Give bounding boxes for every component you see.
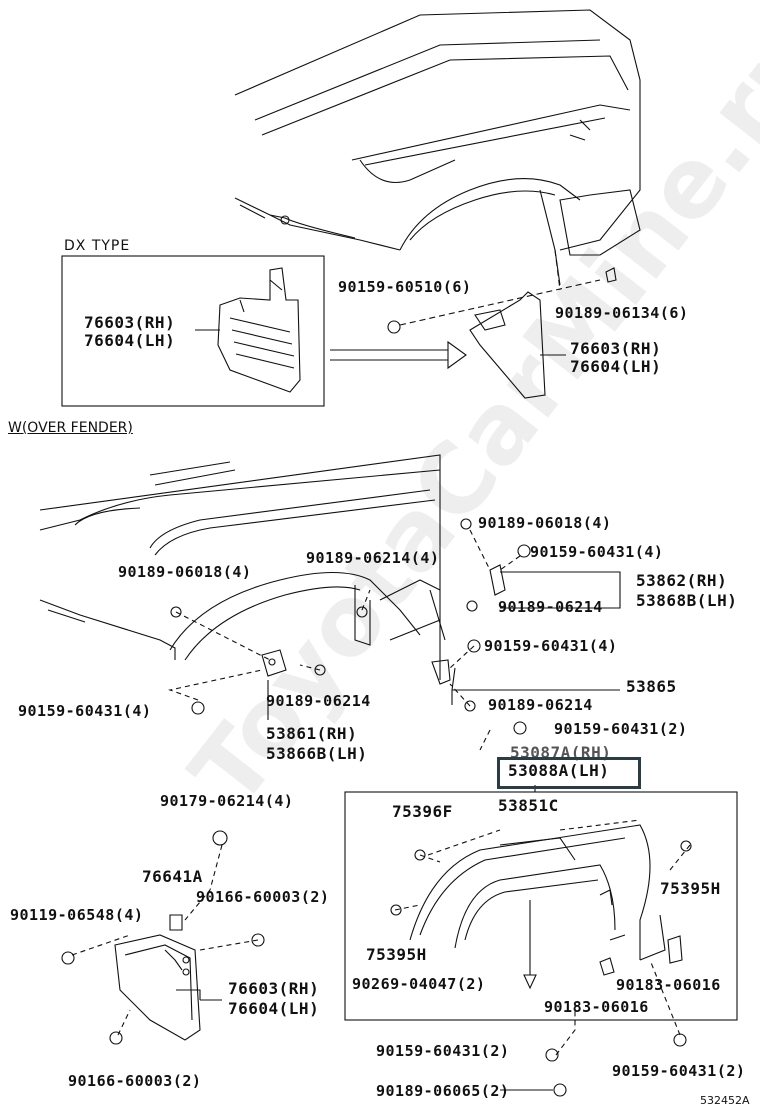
upper-vehicle-body — [234, 9, 641, 286]
diagram-code: 532452A — [700, 1094, 750, 1107]
section-title-over-fender: W(OVER FENDER) — [8, 420, 133, 436]
part-label-90269-04047[interactable]: 90269-04047(2) — [352, 975, 486, 993]
part-label-76603-dx[interactable]: 76603(RH) — [84, 313, 176, 332]
part-label-90189-06214-mid[interactable]: 90189-06214 — [266, 692, 371, 710]
dashed-leaders — [71, 529, 691, 1056]
part-label-90189-06134[interactable]: 90189-06134(6) — [555, 304, 689, 322]
over-fender-drawing — [390, 819, 692, 990]
part-label-90189-06214-right[interactable]: 90189-06214 — [498, 598, 603, 616]
part-label-53862[interactable]: 53862(RH) — [636, 571, 728, 590]
part-label-90159-60431-2c[interactable]: 90159-60431(2) — [612, 1062, 746, 1080]
bottom-fasteners — [500, 1033, 687, 1097]
lower-vehicle-body — [39, 454, 446, 680]
part-label-53851c[interactable]: 53851C — [498, 796, 559, 815]
part-label-53865[interactable]: 53865 — [626, 677, 677, 696]
part-label-90166-60003-b[interactable]: 90166-60003(2) — [68, 1072, 202, 1090]
part-label-90189-06214-53865[interactable]: 90189-06214 — [488, 696, 593, 714]
part-label-53866b[interactable]: 53866B(LH) — [266, 744, 368, 763]
part-label-90189-06065[interactable]: 90189-06065(2) — [376, 1082, 510, 1100]
part-label-90159-60510[interactable]: 90159-60510(6) — [338, 278, 472, 296]
part-label-90189-06018-right[interactable]: 90189-06018(4) — [478, 514, 612, 532]
part-label-76603-bottom[interactable]: 76603(RH) — [228, 979, 320, 998]
part-label-90159-60431-left[interactable]: 90159-60431(4) — [18, 702, 152, 720]
part-label-53861[interactable]: 53861(RH) — [266, 724, 358, 743]
part-label-90189-06214-center[interactable]: 90189-06214(4) — [306, 549, 440, 567]
part-label-76603-top[interactable]: 76603(RH) — [570, 339, 662, 358]
part-label-75395h-right[interactable]: 75395H — [660, 879, 721, 898]
part-label-76604-bottom[interactable]: 76604(LH) — [228, 999, 320, 1018]
part-label-90166-60003-a[interactable]: 90166-60003(2) — [196, 888, 330, 906]
part-label-90183-06016-a[interactable]: 90183-06016 — [616, 976, 721, 994]
part-label-75396f[interactable]: 75396F — [392, 802, 453, 821]
over-fender-box — [344, 791, 738, 1021]
part-label-75395h-left[interactable]: 75395H — [366, 945, 427, 964]
part-label-90179-06214[interactable]: 90179-06214(4) — [160, 792, 294, 810]
mudflap-top-right — [387, 249, 617, 399]
part-label-90159-60431-r2[interactable]: 90159-60431(4) — [484, 637, 618, 655]
dx-mudflap-drawing — [217, 267, 301, 393]
part-label-76641a[interactable]: 76641A — [142, 867, 203, 886]
part-label-90159-60431-r1[interactable]: 90159-60431(4) — [530, 543, 664, 561]
bracket-53861 — [261, 649, 287, 677]
fasteners — [170, 518, 531, 735]
dx-type-inset-box — [61, 255, 325, 407]
part-label-53868b[interactable]: 53868B(LH) — [636, 591, 738, 610]
bracket-53865 — [431, 659, 451, 685]
part-label-90183-06016-b[interactable]: 90183-06016 — [544, 998, 649, 1016]
highlight-box — [497, 757, 641, 789]
part-label-76604-top[interactable]: 76604(LH) — [570, 357, 662, 376]
part-label-90159-60431-2b[interactable]: 90159-60431(2) — [376, 1042, 510, 1060]
section-title-dx-type: DX TYPE — [64, 238, 131, 254]
arrow-indicator — [330, 340, 467, 370]
part-label-90189-06018-left[interactable]: 90189-06018(4) — [118, 563, 252, 581]
bracket-53862 — [489, 564, 506, 596]
part-label-90159-60431-2a[interactable]: 90159-60431(2) — [554, 720, 688, 738]
part-label-53088a[interactable]: 53088A(LH) — [508, 761, 610, 780]
part-label-90119-06548[interactable]: 90119-06548(4) — [10, 906, 144, 924]
mudflap-lower-left — [61, 830, 265, 1045]
part-label-76604-dx[interactable]: 76604(LH) — [84, 331, 176, 350]
